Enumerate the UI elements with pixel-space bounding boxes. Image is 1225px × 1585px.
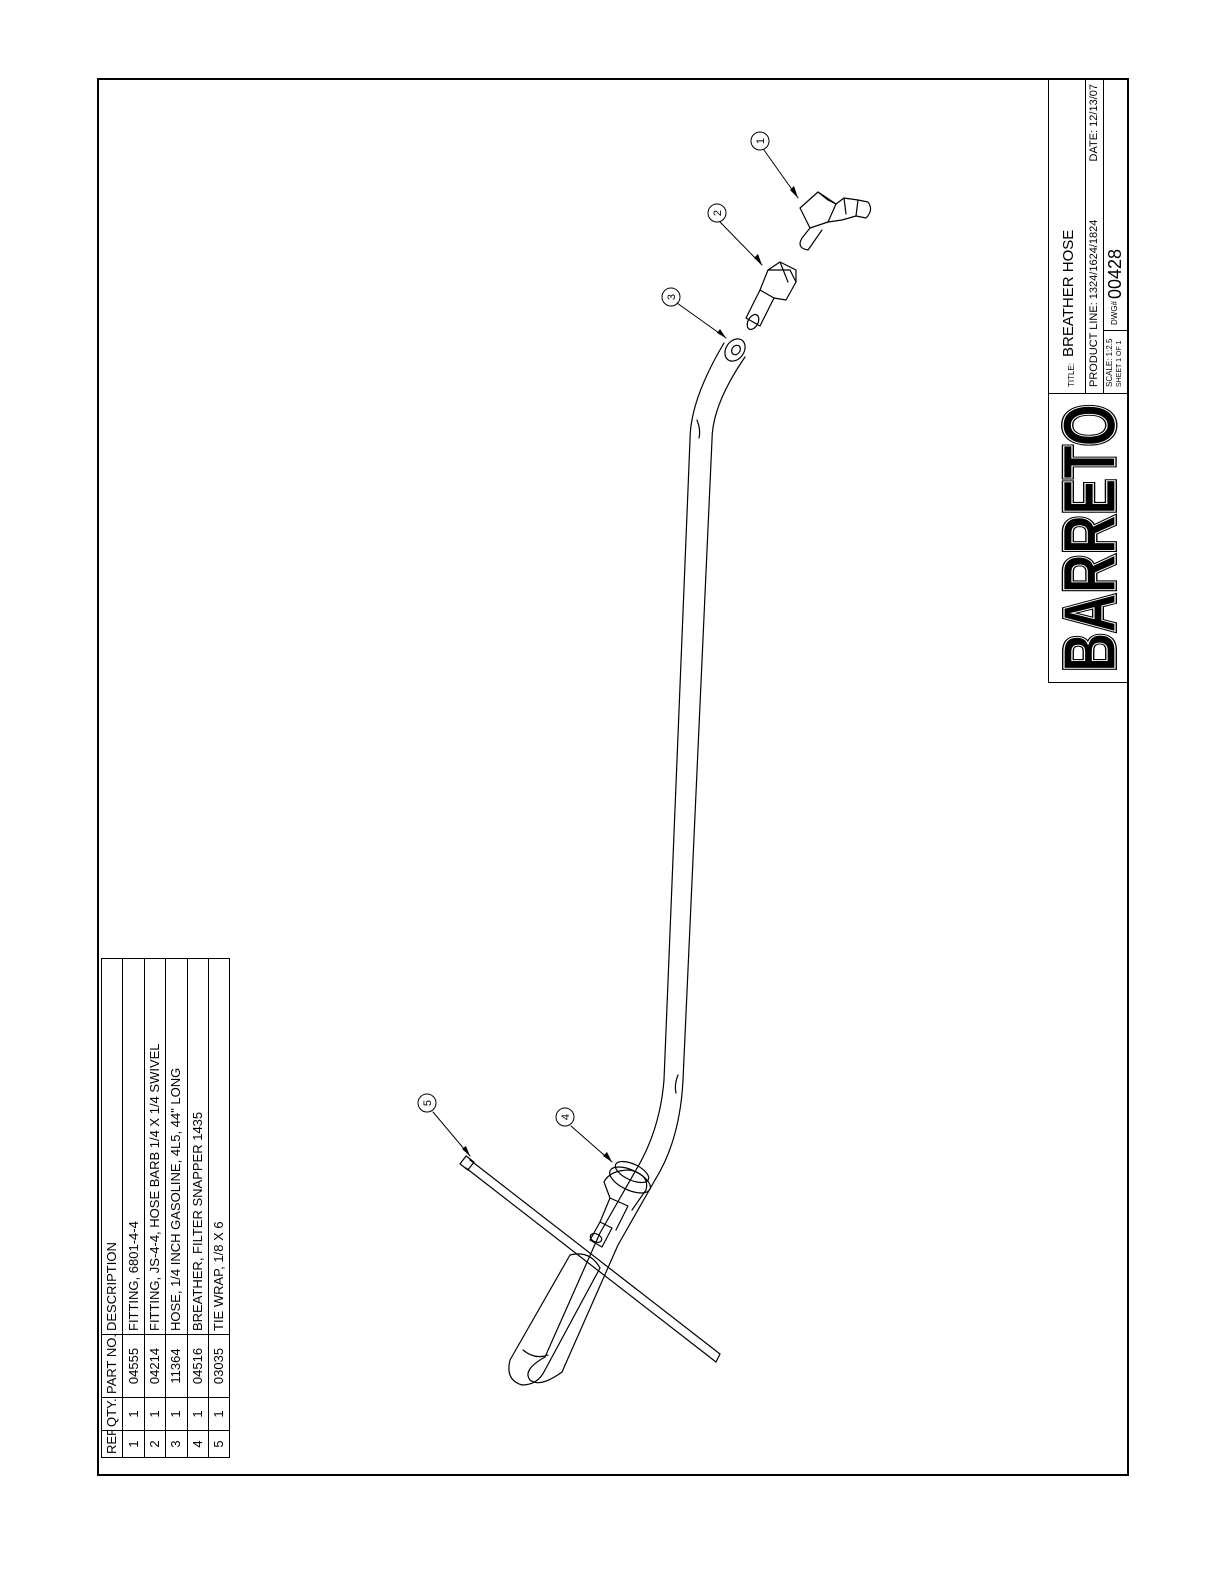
cell-qty: 1 — [165, 1397, 188, 1431]
barreto-logo: BARRETO BARRETO — [1049, 393, 1127, 682]
cell-qty: 1 — [144, 1397, 166, 1431]
cell-qty: 1 — [122, 1397, 145, 1431]
cell-ref: 4 — [187, 1430, 209, 1458]
header-qty: QTY. — [101, 1397, 123, 1431]
header-part-no: PART NO. — [101, 1334, 123, 1398]
cell-ref: 3 — [165, 1430, 188, 1458]
callout-5: 5 — [417, 1093, 437, 1113]
parts-list: REF. QTY. PART NO. DESCRIPTION 1 1 04555… — [101, 958, 230, 1458]
table-row: 3 1 11364 HOSE, 1/4 INCH GASOLINE, 4L5, … — [165, 958, 188, 1458]
fitting-part-2 — [745, 261, 797, 331]
svg-text:BARRETO: BARRETO — [1055, 404, 1121, 672]
drawing-title: BREATHER HOSE — [1060, 229, 1077, 357]
title-field: TITLE: BREATHER HOSE — [1049, 80, 1086, 393]
divider — [1104, 330, 1127, 331]
callout-1: 1 — [750, 131, 770, 151]
svg-text:5: 5 — [422, 1100, 434, 1106]
parts-list-header: REF. QTY. PART NO. DESCRIPTION — [101, 958, 123, 1458]
dwg-label: DWG# — [1110, 301, 1119, 325]
table-row: 5 1 03035 TIE WRAP, 1/8 X 6 — [208, 958, 230, 1458]
cell-ref: 5 — [208, 1430, 230, 1458]
cell-description: HOSE, 1/4 INCH GASOLINE, 4L5, 44" LONG — [165, 958, 188, 1335]
cell-description: BREATHER, FILTER SNAPPER 1435 — [187, 958, 209, 1335]
svg-text:4: 4 — [560, 1114, 572, 1120]
cell-ref: 1 — [122, 1430, 145, 1458]
svg-text:2: 2 — [712, 210, 724, 216]
sheet-number: SHEET 1 OF 1 — [1116, 340, 1123, 387]
header-description: DESCRIPTION — [101, 958, 123, 1335]
breather-part-4 — [589, 1160, 651, 1248]
drawing-scale: SCALE: 1:2.5 — [1105, 338, 1114, 387]
title-block: BARRETO BARRETO TITLE: BREATHER HOSE PRO… — [1048, 79, 1128, 683]
cell-part-no: 04214 — [144, 1334, 166, 1398]
tie-wrap-part-5 — [459, 1155, 721, 1363]
cell-ref: 2 — [144, 1430, 166, 1458]
svg-text:3: 3 — [666, 294, 678, 300]
table-row: 2 1 04214 FITTING, JS-4-4, HOSE BARB 1/4… — [144, 958, 166, 1458]
parts-list-table: REF. QTY. PART NO. DESCRIPTION 1 1 04555… — [101, 958, 230, 1458]
product-line-row: PRODUCT LINE: 1324/1624/1824 DATE: 12/13… — [1086, 80, 1104, 393]
cell-qty: 1 — [208, 1397, 230, 1431]
title-label: TITLE: — [1067, 362, 1076, 387]
table-row: 1 1 04555 FITTING, 6801-4-4 — [122, 958, 145, 1458]
callout-4: 4 — [555, 1107, 575, 1127]
hose-sleeve — [508, 1253, 601, 1386]
cell-qty: 1 — [187, 1397, 209, 1431]
scale-dwg-row: SCALE: 1:2.5 SHEET 1 OF 1 DWG# 00428 — [1104, 80, 1127, 393]
callout-3: 3 — [661, 287, 681, 307]
drawing-date: DATE: 12/13/07 — [1088, 84, 1100, 162]
fitting-part-1 — [799, 191, 872, 251]
dwg-number: 00428 — [1105, 248, 1125, 299]
header-ref: REF. — [101, 1430, 123, 1458]
svg-text:BARRETO: BARRETO — [1055, 404, 1121, 672]
table-row: 4 1 04516 BREATHER, FILTER SNAPPER 1435 — [187, 958, 209, 1458]
cell-description: TIE WRAP, 1/8 X 6 — [208, 958, 230, 1335]
hose-part-3 — [527, 338, 746, 1384]
cell-description: FITTING, 6801-4-4 — [122, 958, 145, 1335]
leader-arrows — [462, 186, 798, 1162]
leader-lines — [432, 149, 799, 1163]
cell-part-no: 03035 — [208, 1334, 230, 1398]
cell-description: FITTING, JS-4-4, HOSE BARB 1/4 X 1/4 SWI… — [144, 958, 166, 1335]
cell-part-no: 04555 — [122, 1334, 145, 1398]
cell-part-no: 11364 — [165, 1334, 188, 1398]
drawing-border — [97, 78, 1129, 1476]
product-line: PRODUCT LINE: 1324/1624/1824 — [1088, 219, 1100, 387]
svg-text:1: 1 — [755, 138, 767, 144]
callout-2: 2 — [707, 203, 727, 223]
cell-part-no: 04516 — [187, 1334, 209, 1398]
